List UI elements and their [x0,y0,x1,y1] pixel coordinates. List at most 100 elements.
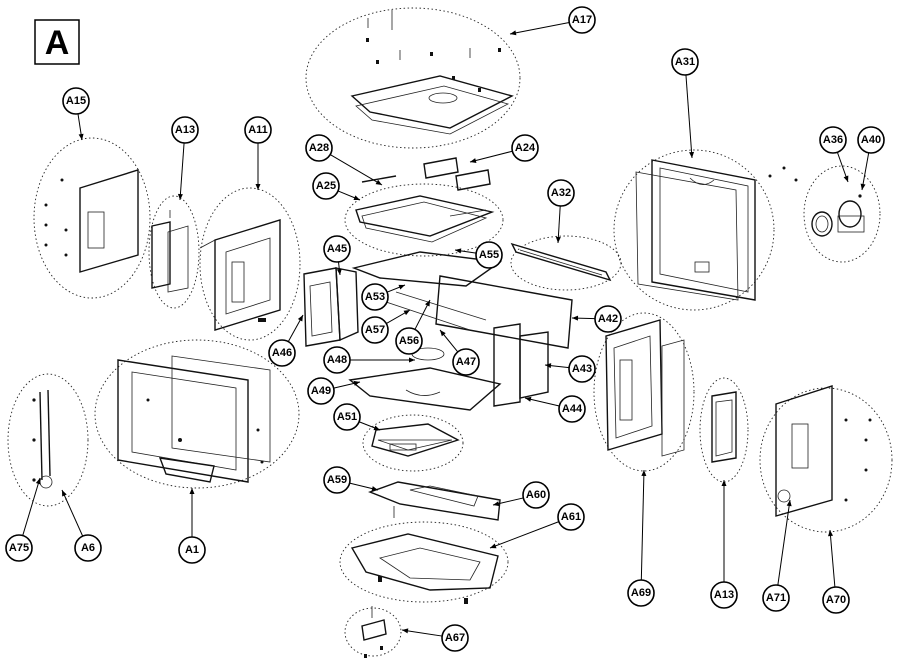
callout-A48: A48 [323,346,415,374]
callout-A31: A31 [671,48,699,159]
callout-arrowhead [375,179,382,185]
callout-arrowhead [843,175,849,182]
group-side-panel-left [33,137,151,299]
callout-arrowhead [440,330,446,337]
callout-A70: A70 [822,529,850,614]
callout-circle [671,48,699,76]
callout-circle [475,241,503,269]
callout-arrowhead [860,183,866,190]
callout-circle [178,536,206,564]
callout-arrowhead [828,530,834,537]
ash-pan [371,423,460,457]
callout-arrowhead [403,310,410,316]
callout-arrowhead [490,543,497,549]
callout-circle [323,235,351,263]
callout-label: A31 [675,56,695,68]
callout-A67: A67 [401,624,469,652]
callout-A6: A6 [61,489,102,562]
callout-circle [62,87,90,115]
callout-circle [74,534,102,562]
foot-bracket [361,606,387,658]
group-foot-bracket [344,607,402,657]
callout-label: A69 [631,587,651,599]
callout-leader-line [469,150,513,163]
group-ash-pan [362,414,464,472]
callout-circle [547,179,575,207]
group-flue-collar [803,165,881,263]
callout-A51: A51 [333,403,381,431]
callout-circle [361,316,389,344]
base-assembly [350,481,501,604]
callout-arrowhead [689,151,695,158]
callout-label: A13 [714,589,734,601]
group-back-frame [613,149,775,311]
callout-A55: A55 [454,241,503,269]
callout-circle [822,586,850,614]
callout-label: A48 [327,354,347,366]
callout-arrowhead [510,30,517,36]
callout-label: A32 [551,187,571,199]
callout-circle [568,6,596,34]
callout-label: A42 [598,313,618,325]
callout-label: A36 [823,134,843,146]
callout-A42: A42 [571,305,622,333]
callout-arrowhead [493,501,500,507]
callout-circle [558,395,586,423]
callout-label: A45 [327,243,347,255]
callout-A47: A47 [439,329,480,376]
callout-arrowhead [525,396,532,402]
callout-label: A43 [572,363,592,375]
callout-leader-line [777,499,791,586]
callout-label: A60 [526,489,546,501]
callout-circle [307,377,335,405]
callout-arrowhead [545,363,552,369]
callout-A32: A32 [547,179,575,244]
callout-arrowhead [555,236,561,243]
callout-label: A11 [248,124,268,136]
callout-arrowhead [470,158,477,163]
callout-arrowhead [409,357,415,363]
group-side-frame-right [593,312,695,472]
callout-circle [594,305,622,333]
callout-A49: A49 [307,377,361,405]
callout-circle [819,126,847,154]
callout-label: A56 [399,335,419,347]
callout-label: A40 [861,134,881,146]
group-base [339,521,509,603]
callout-A24: A24 [469,134,539,163]
callout-leader-line [640,469,645,581]
callout-label: A53 [365,291,385,303]
callout-arrowhead [255,184,261,190]
assembly-groups [7,7,893,657]
callout-arrowhead [425,300,430,307]
back-frame [635,159,798,301]
callout-A60: A60 [492,481,550,509]
callout-A43: A43 [544,355,596,383]
callout-label: A67 [445,632,465,644]
callout-circle [323,466,351,494]
baffle [355,157,495,243]
callout-circle [557,503,585,531]
callout-circle [5,534,33,562]
callout-leader-line [829,529,836,588]
firebox [303,251,573,411]
callout-arrowhead [177,193,183,200]
group-top-plate [305,7,521,149]
callout-arrowhead [353,380,360,386]
callout-A53: A53 [361,283,406,311]
side-panel-right [775,385,872,517]
left-rail [32,389,53,489]
callout-arrowhead [353,195,360,201]
callout-leader-line [329,154,383,186]
callout-A36: A36 [819,126,849,183]
callout-A13-bottom: A13 [710,480,738,609]
callout-arrowhead [572,315,579,321]
callout-A71: A71 [762,499,792,612]
callout-circle [452,348,480,376]
callout-A59: A59 [323,466,379,494]
callout-A28: A28 [305,134,383,186]
callout-circle [323,346,351,374]
top-plate [350,10,514,135]
